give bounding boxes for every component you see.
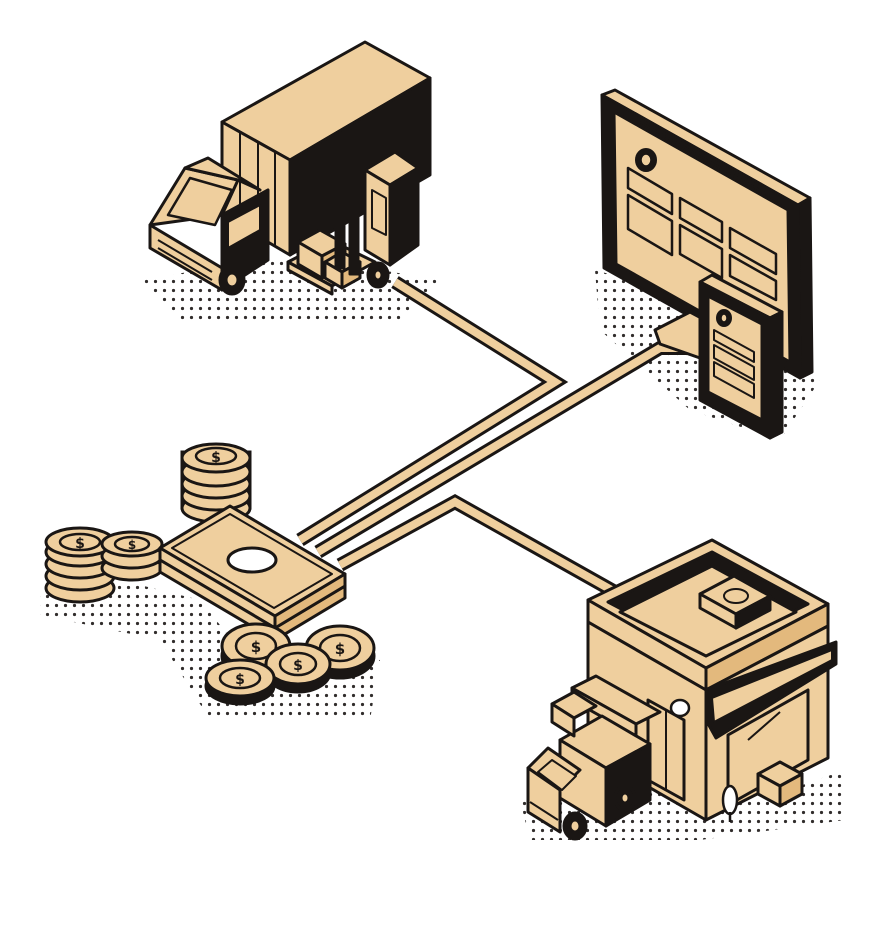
currency-symbol: $ [335, 640, 345, 658]
currency-symbol: $ [235, 672, 245, 688]
banknote-stack-icon [158, 504, 347, 642]
currency-symbol: $ [251, 638, 261, 656]
currency-symbol: $ [75, 536, 85, 552]
tablet-icon [698, 273, 784, 440]
coin-stack-left-icon: $ $ [44, 526, 164, 604]
connector-payment-ecommerce [314, 341, 705, 559]
connector-payment-retail [336, 493, 619, 599]
currency-symbol: $ [128, 538, 136, 552]
currency-symbol: $ [211, 450, 221, 466]
currency-symbol: $ [293, 658, 303, 674]
coin-pile-front-icon: $ $ $ $ [204, 622, 376, 706]
logistics-truck-icon [148, 40, 432, 296]
connector-payment-logistics [296, 276, 569, 546]
store-building-icon [586, 538, 838, 822]
delivery-van-icon [526, 674, 662, 841]
forklift-icon [286, 146, 420, 296]
